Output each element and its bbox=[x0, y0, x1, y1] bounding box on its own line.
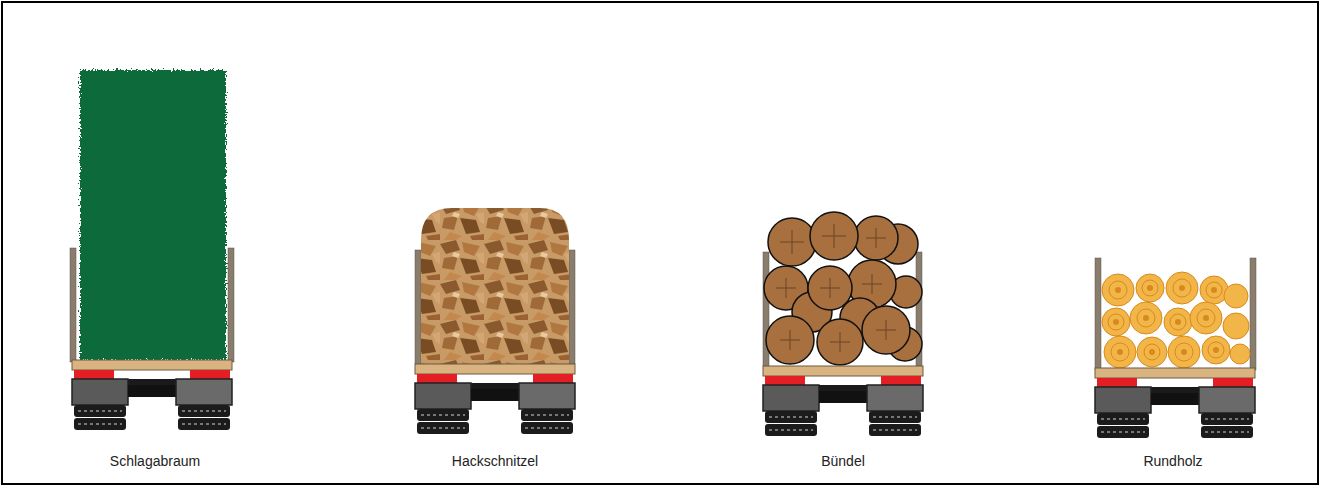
truck-roundwood bbox=[1095, 258, 1256, 438]
truck-chips bbox=[415, 208, 575, 434]
load-type-label: Hackschnitzel bbox=[452, 453, 538, 469]
truck-bundles bbox=[763, 212, 923, 436]
load-type-label: Schlagabraum bbox=[110, 453, 200, 469]
load-type-label: Bündel bbox=[821, 453, 865, 469]
truck-slash bbox=[70, 70, 234, 430]
load-type-label: Rundholz bbox=[1143, 453, 1202, 469]
